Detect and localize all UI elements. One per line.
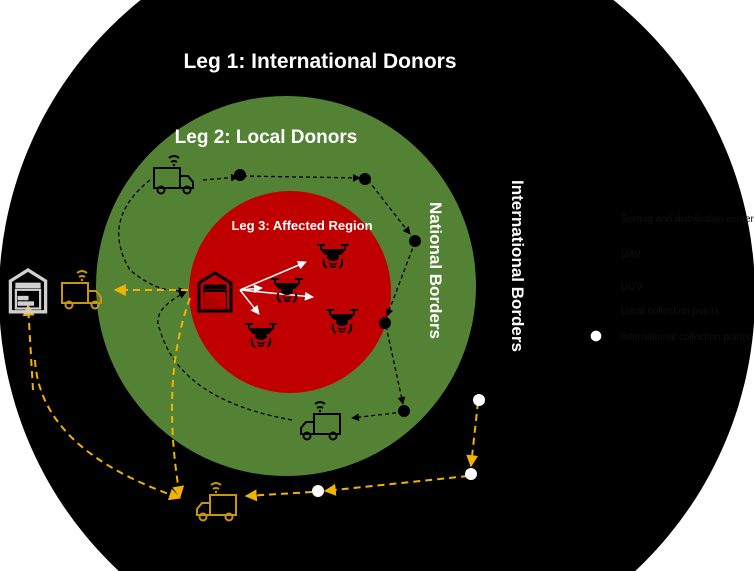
leg3-title: Leg 3: Affected Region: [231, 218, 372, 233]
local-route: [118, 173, 416, 422]
legend-label: UAV: [621, 249, 641, 260]
leg1-title: Leg 1: International Donors: [183, 50, 456, 73]
legend-label: Local collection points: [621, 306, 719, 317]
national-borders-label: National Borders: [426, 202, 445, 339]
legend-label: International collection points: [621, 332, 750, 343]
legend-label: UGV: [621, 282, 643, 293]
local-collection-point: [398, 405, 410, 417]
international-collection-point: [312, 485, 324, 497]
uav-dispatch-arrows: [239, 261, 314, 315]
local-collection-point: [379, 317, 391, 329]
local-collection-point: [409, 235, 421, 247]
legend: Sorting and distribution center UAV UGV …: [582, 202, 754, 343]
international-collection-point: [465, 468, 477, 480]
legend-label: Sorting and distribution center: [621, 214, 754, 225]
local-collection-point: [234, 169, 246, 181]
leg2-title: Leg 2: Local Donors: [175, 127, 358, 148]
filled-circle-icon: [590, 305, 602, 317]
hollow-circle-icon: [589, 329, 603, 343]
international-collection-point: [473, 394, 485, 406]
international-route: [22, 284, 479, 502]
local-collection-point: [359, 173, 371, 185]
international-borders-label: International Borders: [508, 180, 527, 352]
